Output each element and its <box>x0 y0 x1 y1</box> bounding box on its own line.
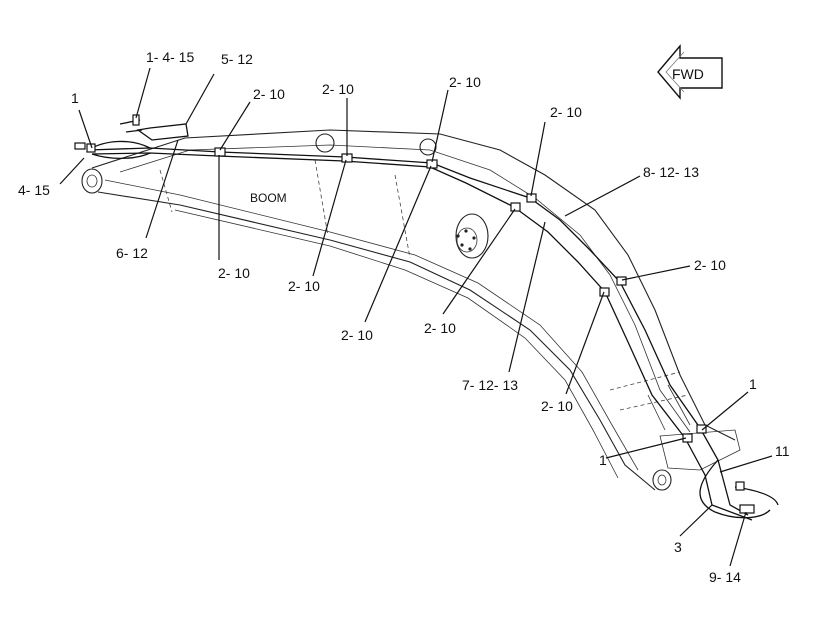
leader-1-lower <box>605 437 687 459</box>
callout-2-10-g: 2- 10 <box>341 327 373 343</box>
clip-5 <box>510 202 521 212</box>
callout-7-12-13: 7- 12- 13 <box>462 377 518 393</box>
forward-arrow-icon: FWD <box>657 44 723 100</box>
leader-11 <box>719 455 773 473</box>
callout-11: 11 <box>775 443 790 459</box>
leader-9-14 <box>729 511 747 567</box>
boss-bolt-2 <box>460 243 464 247</box>
callout-3: 3 <box>674 539 682 555</box>
callout-2-10-d: 2- 10 <box>550 104 582 120</box>
boom-head-pin <box>652 469 672 491</box>
leader-2-10-i <box>621 265 691 281</box>
end-hose-3 <box>699 459 771 519</box>
callout-2-10-i: 2- 10 <box>694 257 726 273</box>
leader-2-10-f <box>312 159 347 277</box>
boom-top-edge <box>91 129 736 441</box>
callout-1-4-15: 1- 4- 15 <box>146 49 194 65</box>
fitting-tube-2 <box>125 129 143 133</box>
leader-2-10-g <box>364 165 432 323</box>
hose-lines <box>74 114 779 521</box>
boom-head-bracket <box>659 429 741 471</box>
callout-1-lower: 1 <box>599 452 607 468</box>
clip-9 <box>682 433 693 443</box>
callout-2-10-e: 2- 10 <box>218 265 250 281</box>
leader-2-10-a <box>219 101 251 151</box>
hose-loop-foot-2 <box>91 152 151 160</box>
leader-1-right <box>701 391 749 431</box>
boom-side-boss <box>455 213 489 259</box>
callout-6-12: 6- 12 <box>116 245 148 261</box>
leader-1-4-15 <box>135 67 151 119</box>
forward-arrow-shadow <box>665 51 685 93</box>
forward-arrow-label: FWD <box>672 66 704 82</box>
boom-head-pin-inner <box>657 474 667 486</box>
boss-bolt-5 <box>464 229 468 233</box>
forward-arrow-shape <box>657 44 723 100</box>
clip-1 <box>214 147 226 157</box>
fitting-connector-2 <box>74 142 86 150</box>
hidden-line-1 <box>159 169 173 213</box>
callout-2-10-b: 2- 10 <box>322 81 354 97</box>
boom-bottom-inner <box>104 179 639 471</box>
clip-6 <box>616 276 627 286</box>
callout-8-12-13: 8- 12- 13 <box>643 164 699 180</box>
boom-side-boss-inner <box>456 227 478 253</box>
leader-3 <box>679 504 713 537</box>
boom-body <box>81 129 741 491</box>
hidden-line-5 <box>619 394 689 411</box>
leader-6-12 <box>145 139 179 239</box>
callout-2-10-j: 2- 10 <box>541 398 573 414</box>
end-fitting-9-14 <box>739 504 755 514</box>
leader-4-15 <box>59 157 85 185</box>
boom-top-boss-1 <box>315 133 335 153</box>
boss-bolt-3 <box>468 247 472 251</box>
callout-9-14: 9- 14 <box>709 569 741 585</box>
boom-head-stiffener-1 <box>647 394 666 431</box>
leader-2-10-h <box>442 208 516 315</box>
leader-lines <box>59 67 773 567</box>
leader-8-12-13 <box>564 175 641 217</box>
callout-2-10-f: 2- 10 <box>288 278 320 294</box>
boom-bottom-edge <box>97 191 656 491</box>
leader-2-10-c <box>431 89 449 163</box>
callout-1-right: 1 <box>749 376 757 392</box>
boom-top-boss-2 <box>419 138 437 156</box>
callout-labels: 1 1- 4- 15 5- 12 4- 15 6- 12 2- 10 2- 10… <box>18 49 790 585</box>
clip-7 <box>599 287 610 297</box>
boom-side-seam <box>174 209 619 479</box>
hose-line-lower <box>91 152 753 521</box>
leader-2-10-d <box>530 121 546 197</box>
end-fitting-11 <box>735 481 745 491</box>
fitting-connector-1 <box>132 114 140 126</box>
boom-head-stiffener-2 <box>667 384 691 426</box>
hidden-line-3 <box>394 174 411 259</box>
callout-2-10-h: 2- 10 <box>424 320 456 336</box>
leader-7-12-13 <box>508 221 546 373</box>
boom-foot-pin <box>81 168 103 194</box>
callout-5-12: 5- 12 <box>221 51 253 67</box>
callout-1-top-left: 1 <box>71 90 79 106</box>
leader-2-10-j <box>565 291 605 395</box>
fitting-block-5-12 <box>136 123 189 141</box>
leader-5-12 <box>185 73 215 125</box>
callout-2-10-c: 2- 10 <box>449 74 481 90</box>
hose-line-upper <box>87 147 749 516</box>
boss-bolt-4 <box>472 236 476 240</box>
boom-label: BOOM <box>250 191 287 205</box>
boss-bolt-1 <box>456 234 460 238</box>
callout-4-15: 4- 15 <box>18 182 50 198</box>
hidden-line-2 <box>314 159 329 237</box>
clip-8 <box>696 424 707 434</box>
callout-2-10-a: 2- 10 <box>253 86 285 102</box>
boom-foot-pin-inner <box>86 174 98 188</box>
leader-1-top-left <box>78 109 93 149</box>
